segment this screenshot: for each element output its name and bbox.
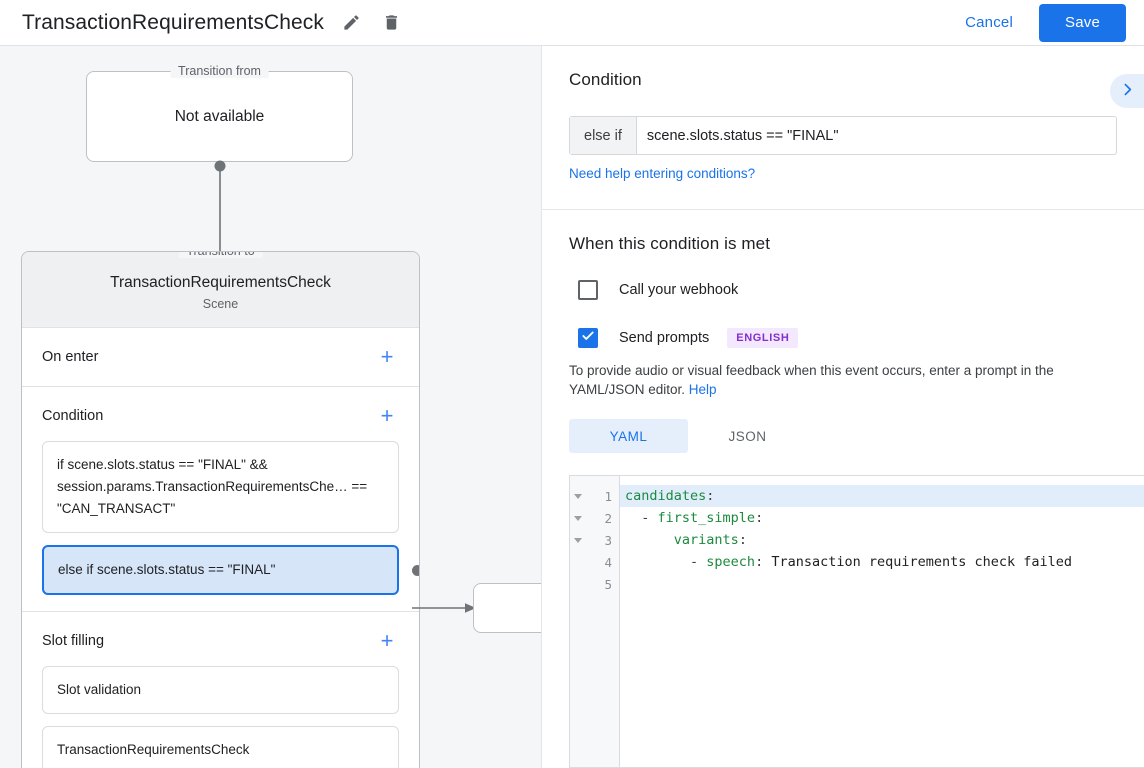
node-subtitle: Scene: [202, 297, 239, 311]
code-line: - speech: Transaction requirements check…: [620, 551, 1144, 573]
code-line: - first_simple:: [620, 507, 1144, 529]
panel-condition-section: Condition else if scene.slots.status == …: [542, 46, 1144, 210]
panel-when-met-section: When this condition is met Call your web…: [542, 210, 1144, 453]
section-title-slot-filling: Slot filling: [42, 633, 105, 649]
section-slot-filling: Slot filling + Slot validation Transacti…: [22, 612, 419, 768]
tab-json[interactable]: JSON: [688, 419, 807, 453]
call-webhook-label: Call your webhook: [619, 282, 739, 298]
yaml-code-editor[interactable]: 1 2 3 4 5 candidates: - first_simple: va…: [569, 475, 1144, 768]
line-number: 4: [604, 554, 612, 570]
send-prompts-checkbox[interactable]: [578, 328, 598, 348]
code-line: [620, 573, 1144, 595]
edit-title-button[interactable]: [338, 10, 364, 36]
line-number: 5: [604, 576, 612, 592]
edge-anchor-dot: [412, 564, 419, 576]
page-title: TransactionRequirementsCheck: [22, 10, 324, 34]
fold-caret-icon[interactable]: [574, 516, 582, 521]
gutter-row: 4: [570, 551, 619, 573]
send-prompts-row[interactable]: Send prompts ENGLISH: [569, 328, 1117, 348]
code-indent: [625, 532, 674, 548]
code-colon: :: [738, 532, 747, 548]
cancel-button[interactable]: Cancel: [953, 6, 1025, 39]
code-line: candidates:: [620, 485, 1144, 507]
trash-icon: [382, 13, 401, 32]
code-key: speech: [706, 554, 756, 570]
line-number: 3: [604, 532, 612, 548]
slot-filling-item[interactable]: Slot validation: [42, 666, 399, 714]
node-target-empty[interactable]: [473, 583, 541, 633]
section-condition: Condition + if scene.slots.status == "FI…: [22, 387, 419, 612]
call-webhook-checkbox[interactable]: [578, 280, 598, 300]
node-transition-to[interactable]: Transition to TransactionRequirementsChe…: [21, 251, 420, 768]
webhook-checkbox-row[interactable]: Call your webhook: [569, 280, 1117, 300]
fold-caret-icon[interactable]: [574, 494, 582, 499]
gutter-row: 5: [570, 573, 619, 595]
condition-expression-input[interactable]: scene.slots.status == "FINAL": [646, 127, 839, 144]
condition-heading: Condition: [569, 70, 642, 89]
code-value: Transaction requirements check failed: [763, 554, 1073, 570]
pencil-icon: [342, 13, 361, 32]
section-title-on-enter: On enter: [42, 349, 99, 365]
node-title: TransactionRequirementsCheck: [110, 274, 331, 291]
panel-expand-button[interactable]: [1110, 74, 1144, 108]
edge-connector-horizontal: [412, 603, 476, 613]
send-prompts-label: Send prompts: [619, 330, 710, 346]
prompt-help-link[interactable]: Help: [688, 382, 717, 397]
section-title-condition: Condition: [42, 408, 104, 424]
section-header: Condition +: [42, 403, 399, 429]
when-met-heading: When this condition is met: [569, 234, 771, 253]
transition-from-legend: Transition from: [170, 64, 269, 78]
gutter-row: 1: [570, 485, 619, 507]
condition-help-link[interactable]: Need help entering conditions?: [569, 166, 756, 181]
code-line: variants:: [620, 529, 1144, 551]
code-colon: :: [755, 554, 764, 570]
code-key: candidates: [625, 488, 707, 504]
check-icon: [581, 329, 595, 348]
detail-panel: Condition else if scene.slots.status == …: [541, 46, 1144, 768]
transition-from-label: Not available: [174, 107, 265, 125]
flow-canvas[interactable]: Transition from Not available Transition…: [0, 46, 541, 768]
fold-caret-icon[interactable]: [574, 538, 582, 543]
chevron-right-icon: [1119, 81, 1136, 101]
prompt-description-text: To provide audio or visual feedback when…: [569, 363, 1054, 397]
editor-format-tabs: YAML JSON: [569, 419, 1117, 453]
node-transition-from[interactable]: Transition from Not available: [86, 64, 353, 162]
gutter-row: 2: [570, 507, 619, 529]
tab-yaml[interactable]: YAML: [569, 419, 688, 453]
condition-item[interactable]: if scene.slots.status == "FINAL" && sess…: [42, 441, 399, 533]
code-key: first_simple: [657, 510, 756, 526]
editor-gutter: 1 2 3 4 5: [570, 476, 620, 767]
section-on-enter: On enter +: [22, 328, 419, 387]
condition-input-row[interactable]: else if scene.slots.status == "FINAL": [569, 116, 1117, 155]
condition-item-label: else if scene.slots.status == "FINAL": [58, 562, 276, 577]
code-indent: -: [625, 510, 658, 526]
line-number: 2: [604, 510, 612, 526]
condition-item-selected[interactable]: else if scene.slots.status == "FINAL": [42, 545, 419, 595]
condition-prefix-label: else if: [570, 117, 637, 154]
code-indent: -: [625, 554, 707, 570]
section-header: On enter +: [42, 344, 399, 370]
add-condition-button[interactable]: +: [375, 404, 399, 428]
code-key: variants: [673, 532, 739, 548]
delete-button[interactable]: [378, 10, 404, 36]
gutter-row: 3: [570, 529, 619, 551]
line-number: 1: [604, 488, 612, 504]
add-slot-filling-button[interactable]: +: [375, 629, 399, 653]
language-badge: ENGLISH: [727, 328, 799, 348]
node-header: TransactionRequirementsCheck Scene: [22, 252, 419, 328]
code-colon: :: [706, 488, 715, 504]
save-button[interactable]: Save: [1039, 3, 1126, 42]
add-on-enter-button[interactable]: +: [375, 345, 399, 369]
editor-code-area[interactable]: candidates: - first_simple: variants: - …: [620, 476, 1144, 767]
section-header: Slot filling +: [42, 628, 399, 654]
code-colon: :: [755, 510, 764, 526]
app-header: TransactionRequirementsCheck Cancel Save: [0, 0, 1144, 46]
slot-filling-item[interactable]: TransactionRequirementsCheck: [42, 726, 399, 768]
transition-to-legend: Transition to: [178, 252, 263, 258]
prompt-description: To provide audio or visual feedback when…: [569, 361, 1117, 399]
